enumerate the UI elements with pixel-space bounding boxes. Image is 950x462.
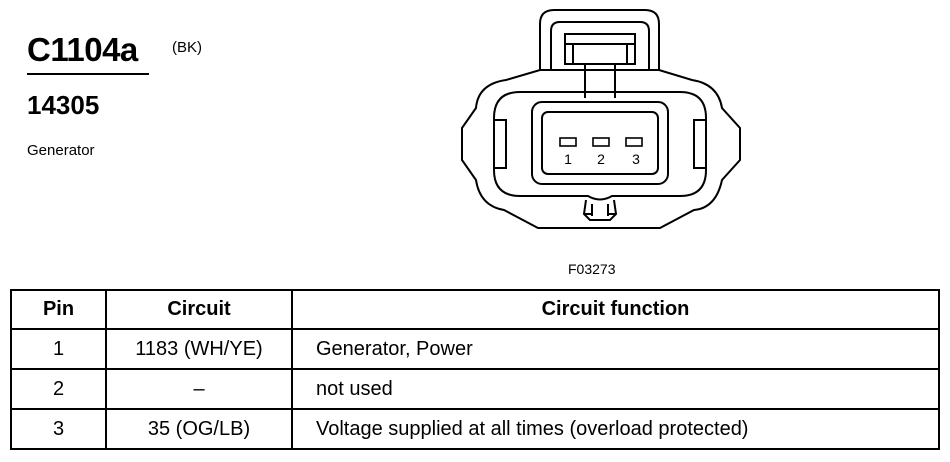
table-row: 2 – not used: [10, 368, 940, 410]
pin-1-terminal: [559, 137, 577, 147]
header-pin: Pin: [10, 289, 107, 330]
pin-2-label: 2: [597, 151, 605, 167]
header-circuit-function: Circuit function: [291, 289, 940, 330]
figure-code: F03273: [568, 261, 616, 277]
table-row: 3 35 (OG/LB) Voltage supplied at all tim…: [10, 408, 940, 450]
connector-id: C1104a: [27, 31, 138, 68]
pin-3-label: 3: [632, 151, 640, 167]
bottom-key: [582, 199, 618, 221]
table-header-row: Pin Circuit Circuit function: [10, 289, 940, 330]
connector-color-code: (BK): [172, 39, 202, 56]
pinout-table: Pin Circuit Circuit function 1 1183 (WH/…: [10, 289, 940, 450]
header-circuit: Circuit: [105, 289, 293, 330]
part-number: 14305: [27, 90, 100, 120]
row-circuit: –: [105, 368, 293, 410]
terminal-cavity-inner: [541, 111, 659, 175]
connector-inner-ring: [493, 91, 707, 201]
row-circuit: 35 (OG/LB): [105, 408, 293, 450]
pin-1-label: 1: [564, 151, 572, 167]
connector-face-drawing: 1 2 3: [461, 9, 741, 229]
pin-3-terminal: [625, 137, 643, 147]
row-function: not used: [291, 368, 940, 410]
terminal-cavity-outer: [531, 101, 669, 185]
row-function: Voltage supplied at all times (overload …: [291, 408, 940, 450]
latch-housing: [539, 9, 660, 70]
component-name: Generator: [27, 142, 95, 159]
connector-id-underline: [27, 73, 149, 75]
latch-tab: [564, 33, 636, 65]
row-pin: 2: [10, 368, 107, 410]
pin-2-terminal: [592, 137, 610, 147]
row-function: Generator, Power: [291, 328, 940, 370]
table-row: 1 1183 (WH/YE) Generator, Power: [10, 328, 940, 370]
latch-housing-inner: [550, 21, 650, 70]
connector-outer-body: [461, 69, 741, 229]
row-pin: 3: [10, 408, 107, 450]
row-circuit: 1183 (WH/YE): [105, 328, 293, 370]
row-pin: 1: [10, 328, 107, 370]
